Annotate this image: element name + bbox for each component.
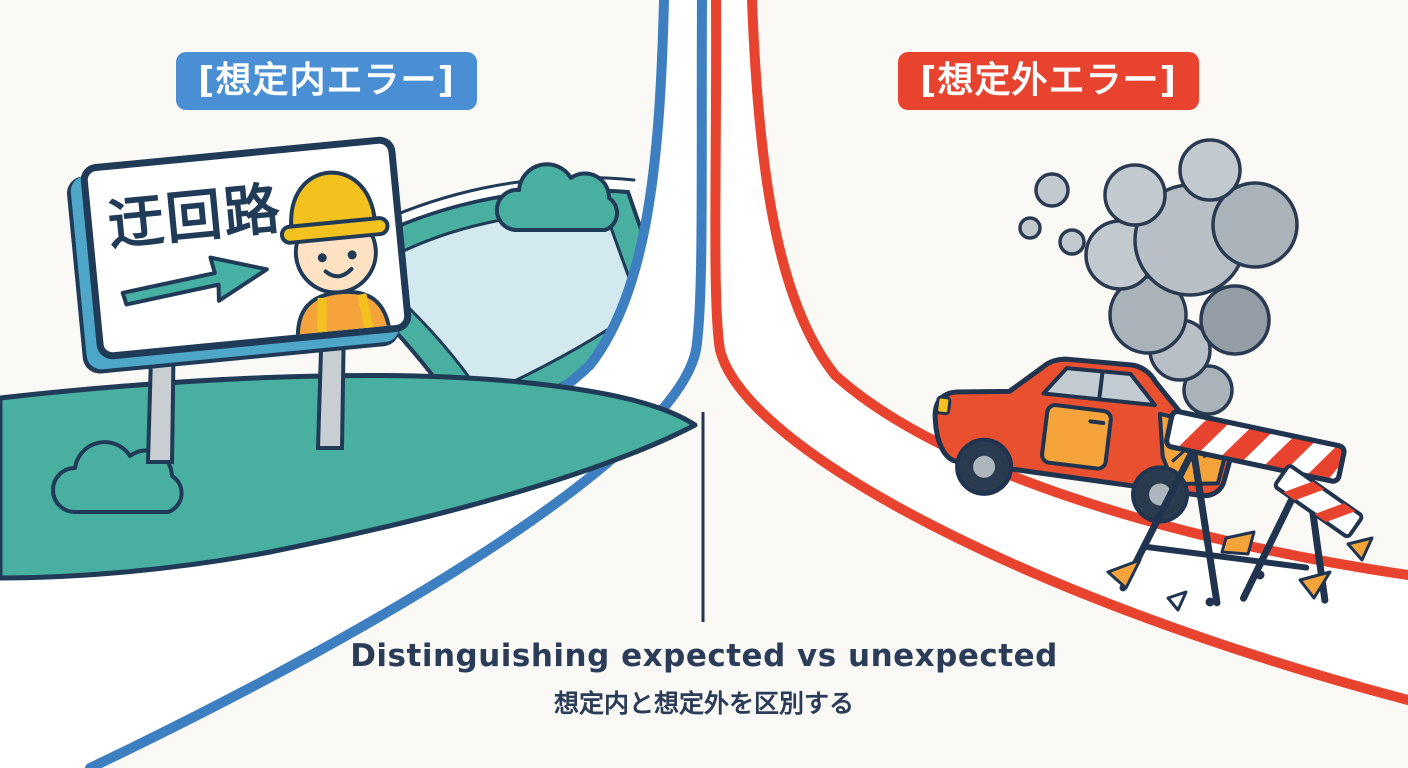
crash-debris <box>1106 530 1374 612</box>
caption: Distinguishing expected vs unexpected 想定… <box>0 638 1408 720</box>
caption-title: Distinguishing expected vs unexpected <box>350 638 1058 674</box>
right-arrow-icon <box>120 255 269 307</box>
smoke-cloud <box>1018 138 1299 416</box>
expected-error-badge: [想定内エラー] <box>176 52 477 110</box>
detour-sign: 迂回路 <box>79 135 413 361</box>
unexpected-error-badge: [想定外エラー] <box>898 52 1199 110</box>
cloud <box>494 162 620 232</box>
construction-worker <box>279 170 392 340</box>
caption-subtitle: 想定内と想定外を区別する <box>553 689 854 718</box>
crash-barrier <box>1119 409 1347 607</box>
fallen-barrier-board <box>1273 464 1364 539</box>
